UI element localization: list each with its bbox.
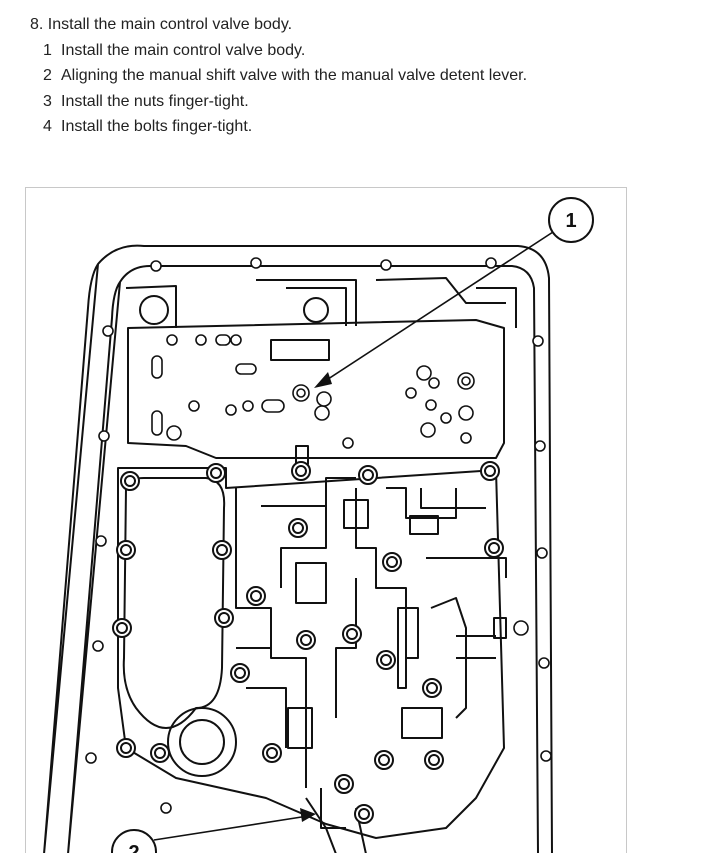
case-outer-outline: [43, 244, 553, 853]
accumulator-cavity: [122, 477, 226, 729]
case-inner-outline: [67, 265, 539, 853]
lower-body-outline: [117, 467, 505, 839]
substep-item: 4 Install the bolts finger-tight.: [43, 114, 527, 140]
substep-number: 2: [43, 67, 52, 85]
valve-body-illustration: 1 2: [25, 187, 627, 853]
manual-valve: [397, 607, 419, 689]
step-text: Install the main control valve body.: [47, 16, 293, 33]
callout-1-label: 1: [565, 210, 576, 232]
substep-item: 1 Install the main control valve body.: [43, 38, 527, 64]
substep-item: 2 Aligning the manual shift valve with th…: [43, 63, 527, 89]
substep-number: 3: [43, 92, 52, 110]
procedure-step: 8. Install the main control valve body. …: [30, 12, 527, 140]
callout-2-label: 2: [128, 842, 139, 853]
step-heading: 8. Install the main control valve body.: [30, 12, 527, 38]
valve-body-drawing: 1 2: [43, 197, 594, 853]
callout-2: 2: [111, 808, 316, 853]
substep-number: 1: [43, 41, 52, 59]
upper-plate: [127, 319, 505, 459]
substep-text: Install the nuts finger-tight.: [61, 92, 249, 110]
bolt-row-top: [120, 461, 500, 491]
step-number: 8.: [30, 16, 44, 33]
substep-item: 3 Install the nuts finger-tight.: [43, 89, 527, 115]
callout-1: 1: [314, 197, 594, 388]
substep-number: 4: [43, 118, 52, 136]
substep-text: Install the bolts finger-tight.: [61, 118, 253, 136]
substep-text: Install the main control valve body.: [61, 41, 306, 59]
substep-text: Aligning the manual shift valve with the…: [61, 67, 528, 85]
